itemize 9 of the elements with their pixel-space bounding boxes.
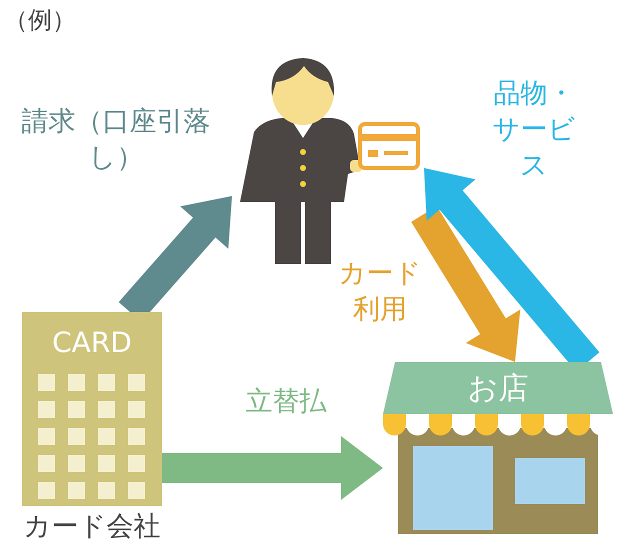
block-arrow	[162, 436, 383, 500]
edge-label: カード利用	[338, 257, 422, 327]
caption-text: カード会社	[22, 510, 162, 544]
sign-text: CARD	[51, 326, 133, 360]
edge-label: 立替払	[244, 385, 328, 419]
sign-text: お店	[466, 372, 530, 406]
edge-label: 請求（口座引落し）	[20, 105, 212, 175]
note-text: （例）	[4, 5, 76, 36]
edge-label: 品物・サービス	[492, 77, 576, 183]
